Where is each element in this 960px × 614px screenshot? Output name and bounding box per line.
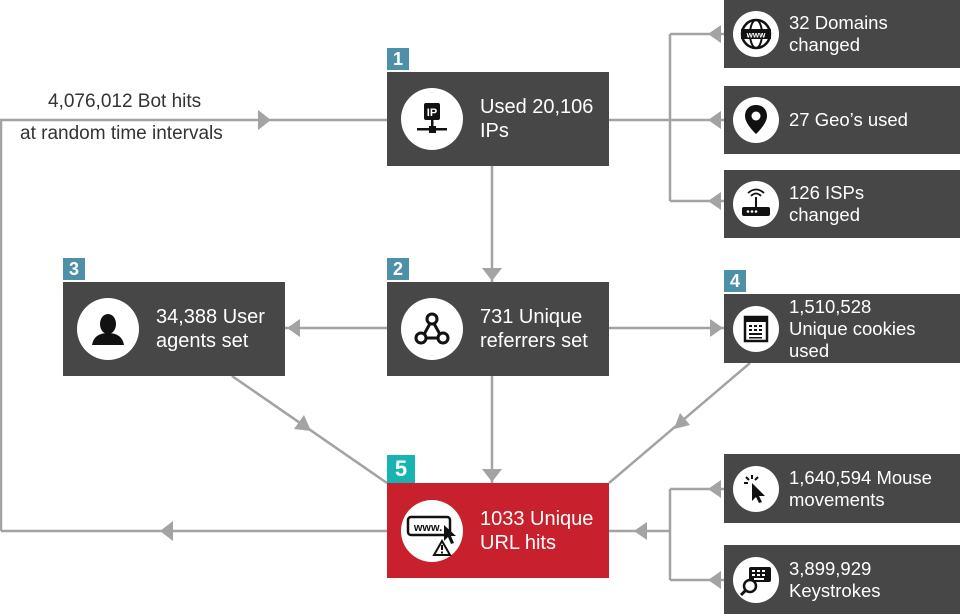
step-cookies-line3: used <box>789 339 830 361</box>
step-ips-line1: Used 20,106 <box>480 96 594 118</box>
share-nodes-icon <box>401 298 463 360</box>
url-detail-mouse-line1: 1,640,594 Mouse <box>789 466 932 488</box>
step-user-agents-line2: agents set <box>156 330 249 352</box>
location-pin-icon <box>733 97 779 143</box>
step-url-hits-line1: 1033 Unique <box>480 507 594 530</box>
router-icon <box>733 181 779 227</box>
url-detail-mouse-line2: movements <box>789 488 885 510</box>
bot-hits-sublabel: at random time intervals <box>20 123 223 144</box>
ip-detail-isps-line1: 126 ISPs <box>789 182 865 203</box>
ip-detail-isps-line2: changed <box>789 204 860 225</box>
svg-text:www.: www. <box>413 522 442 534</box>
svg-text:www: www <box>746 31 766 40</box>
ip-detail-domains-line2: changed <box>789 34 860 55</box>
ip-detail-domains-line1: 32 Domains <box>789 12 888 33</box>
step-cookies-line2: Unique cookies <box>789 317 916 339</box>
user-silhouette-icon <box>77 298 139 360</box>
step-referrers-line2: referrers set <box>480 330 588 352</box>
step-badge-4: 4 <box>724 270 746 292</box>
step-badge-5: 5 <box>387 455 415 483</box>
bot-hits-label: 4,076,012 Bot hits <box>48 91 202 112</box>
step-referrers-line1: 731 Unique <box>480 306 583 328</box>
step-ips-line2: IPs <box>480 120 509 142</box>
url-detail-keystrokes-line1: 3,899,929 <box>789 557 872 579</box>
step-user-agents-line1: 34,388 User <box>156 306 265 328</box>
ip-detail-geos-line1: 27 Geo’s used <box>789 109 908 130</box>
step-cookies-line1: 1,510,528 <box>789 295 872 317</box>
www-cursor-warning-icon: www. <box>401 499 463 562</box>
mouse-click-icon <box>733 465 779 512</box>
ip-network-icon: IP <box>401 88 463 150</box>
globe-www-icon: www <box>733 11 779 57</box>
cookie-document-icon <box>733 305 779 352</box>
step-badge-1: 1 <box>387 48 409 70</box>
step-url-hits-line2: URL hits <box>480 531 556 554</box>
ip-detail-geos-box: 27 Geo’s used <box>724 86 960 154</box>
step-badge-2: 2 <box>387 258 409 280</box>
svg-text:IP: IP <box>427 107 437 119</box>
step-badge-3: 3 <box>63 258 85 280</box>
url-detail-keystrokes-line2: Keystrokes <box>789 579 881 601</box>
keyboard-search-icon <box>733 556 779 603</box>
